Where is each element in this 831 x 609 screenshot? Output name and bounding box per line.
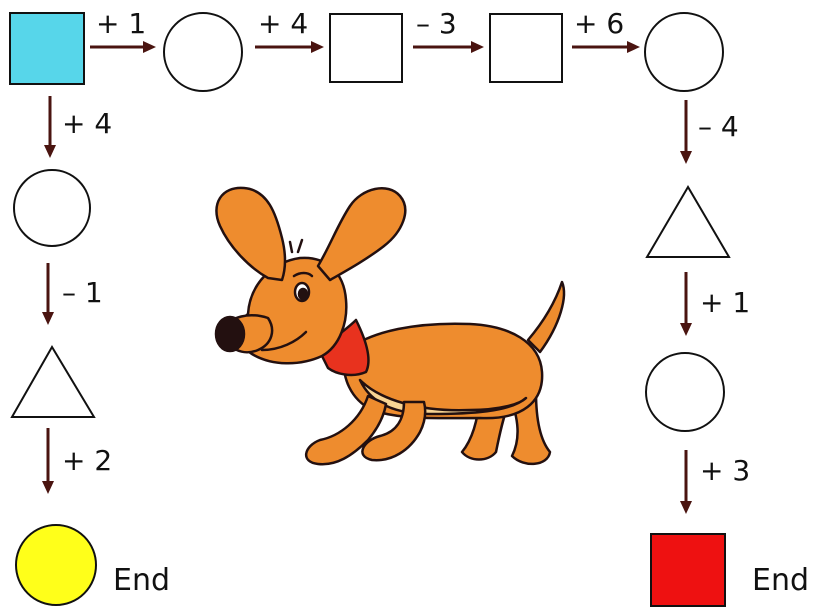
op-label-top-1: + 1 xyxy=(96,7,146,40)
end-circle-yellow[interactable] xyxy=(15,524,97,606)
op-label-right-3: + 3 xyxy=(700,454,750,487)
end-label-right: End xyxy=(752,563,809,598)
arrow-down-left-2 xyxy=(42,263,54,325)
arrow-right-1 xyxy=(90,41,156,53)
blank-triangle-right[interactable] xyxy=(645,185,731,258)
op-label-left-3: + 2 xyxy=(62,444,112,477)
op-label-left-1: + 4 xyxy=(62,107,112,140)
op-label-top-4: + 6 xyxy=(574,7,624,40)
blank-circle-left-1[interactable] xyxy=(13,169,91,247)
arrow-down-left-1 xyxy=(44,96,56,158)
blank-triangle-left[interactable] xyxy=(10,345,96,418)
op-label-top-2: + 4 xyxy=(258,7,308,40)
start-square-cyan[interactable] xyxy=(9,12,85,85)
blank-square-2[interactable] xyxy=(489,13,563,83)
blank-circle-right[interactable] xyxy=(645,352,725,432)
arrow-right-4 xyxy=(572,41,640,53)
arrow-right-2 xyxy=(255,41,324,53)
end-label-left: End xyxy=(113,563,170,598)
op-label-right-2: + 1 xyxy=(700,286,750,319)
arrow-down-right-2 xyxy=(680,272,692,336)
arrow-right-3 xyxy=(413,41,484,53)
arrow-down-left-3 xyxy=(42,428,54,494)
arrow-down-right-3 xyxy=(680,450,692,514)
blank-circle-2[interactable] xyxy=(644,12,724,92)
dog-icon xyxy=(214,186,566,466)
op-label-top-3: – 3 xyxy=(416,7,457,40)
blank-square-1[interactable] xyxy=(329,13,403,83)
op-label-left-2: – 1 xyxy=(62,276,103,309)
op-label-right-1: – 4 xyxy=(698,110,739,143)
arrow-down-right-1 xyxy=(680,100,692,164)
blank-circle-1[interactable] xyxy=(163,12,243,92)
end-square-red[interactable] xyxy=(650,533,726,607)
